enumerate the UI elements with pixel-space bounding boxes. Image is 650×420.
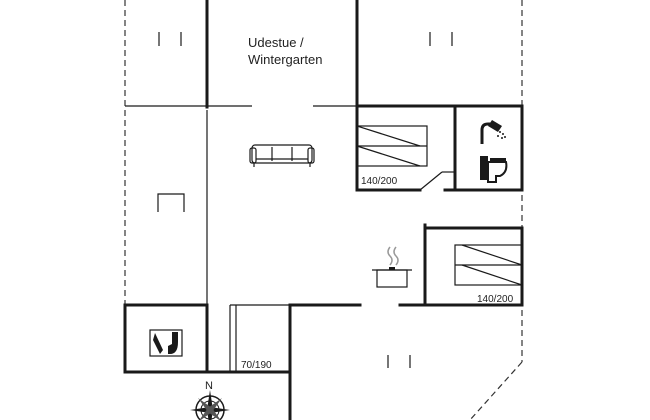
- cooking-pot-icon: [372, 246, 412, 288]
- compass-north-label: N: [205, 380, 213, 392]
- sofa-icon: [249, 144, 315, 167]
- walls: [123, 0, 524, 420]
- toilet-icon: [480, 156, 508, 183]
- compass-rose-icon: [190, 390, 230, 420]
- bed-a-label: 140/200: [361, 176, 398, 187]
- bed-a: 140/200: [356, 125, 428, 187]
- bed-b: 140/200: [454, 244, 523, 305]
- window-marks: [157, 32, 453, 368]
- washing-machine-icon: [149, 329, 183, 357]
- shower-icon: [480, 120, 506, 144]
- room-label-wintergarden-line2: Wintergarten: [248, 52, 322, 67]
- room-label-wintergarden-line1: Udestue /: [248, 35, 304, 50]
- bed-c-label: 70/190: [241, 360, 272, 371]
- bed-b-label: 140/200: [477, 294, 514, 305]
